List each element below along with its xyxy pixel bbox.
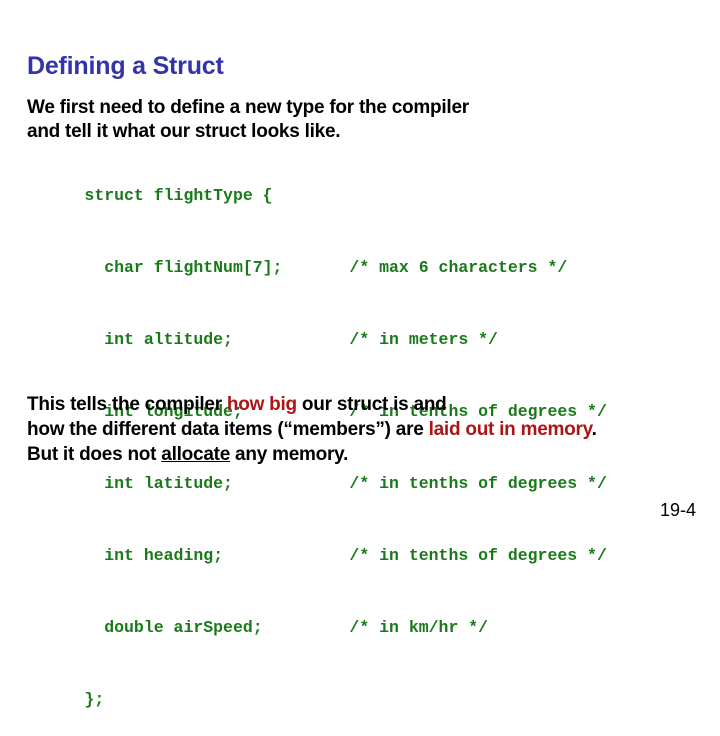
underline-allocate: allocate [161, 444, 231, 465]
code-line: int latitude; /* in tenths of degrees */ [25, 448, 685, 520]
conclusion-text: how the different data items (“members”)… [27, 419, 429, 440]
code-comment: /* in tenths of degrees */ [349, 546, 607, 565]
code-statement: int latitude; [84, 474, 233, 493]
conclusion-line-3: But it does not allocate any memory. [27, 442, 687, 467]
code-comment: /* in km/hr */ [349, 618, 489, 637]
code-line: int longitude; /* in tenths of degrees */ [25, 376, 685, 448]
code-statement: char flightNum[7]; [84, 258, 283, 277]
conclusion-line-1: This tells the compiler how big our stru… [27, 392, 687, 417]
conclusion-text: But it does not [27, 444, 162, 465]
conclusion-text: any memory. [230, 444, 349, 465]
intro-paragraph: We first need to define a new type for t… [27, 96, 667, 144]
highlight-laid-out-in-memory: laid out in memory [428, 419, 592, 440]
page-title: Defining a Struct [27, 52, 224, 80]
code-comment: /* max 6 characters */ [349, 258, 568, 277]
code-line: double airSpeed; /* in km/hr */ [25, 592, 685, 664]
code-line: int heading; /* in tenths of degrees */ [25, 520, 685, 592]
code-line: struct flightType { [25, 160, 685, 232]
intro-line-2: and tell it what our struct looks like. [27, 121, 341, 142]
code-comment: /* in tenths of degrees */ [349, 474, 607, 493]
code-comment: /* in tenths of degrees */ [349, 402, 607, 421]
conclusion-text: . [591, 419, 597, 440]
code-comment: /* in meters */ [349, 330, 498, 349]
page-number: 19-4 [659, 500, 696, 520]
code-statement: struct flightType { [84, 186, 273, 205]
code-line: char flightNum[7]; /* max 6 characters */ [25, 232, 685, 304]
code-statement: int heading; [84, 546, 224, 565]
conclusion-paragraph: This tells the compiler how big our stru… [27, 392, 687, 467]
code-line: }; [25, 664, 685, 736]
conclusion-line-2: how the different data items (“members”)… [27, 417, 687, 442]
conclusion-text: This tells the compiler [27, 394, 227, 415]
highlight-how-big: how big [226, 394, 297, 415]
code-statement: int altitude; [84, 330, 233, 349]
code-statement: int longitude; [84, 402, 243, 421]
slide-canvas: Defining a Struct We first need to defin… [25, 52, 696, 709]
code-statement: }; [84, 690, 105, 709]
code-line: int altitude; /* in meters */ [25, 304, 685, 376]
code-statement: double airSpeed; [84, 618, 263, 637]
conclusion-text: our struct is and [296, 394, 447, 415]
intro-line-1: We first need to define a new type for t… [27, 97, 469, 118]
